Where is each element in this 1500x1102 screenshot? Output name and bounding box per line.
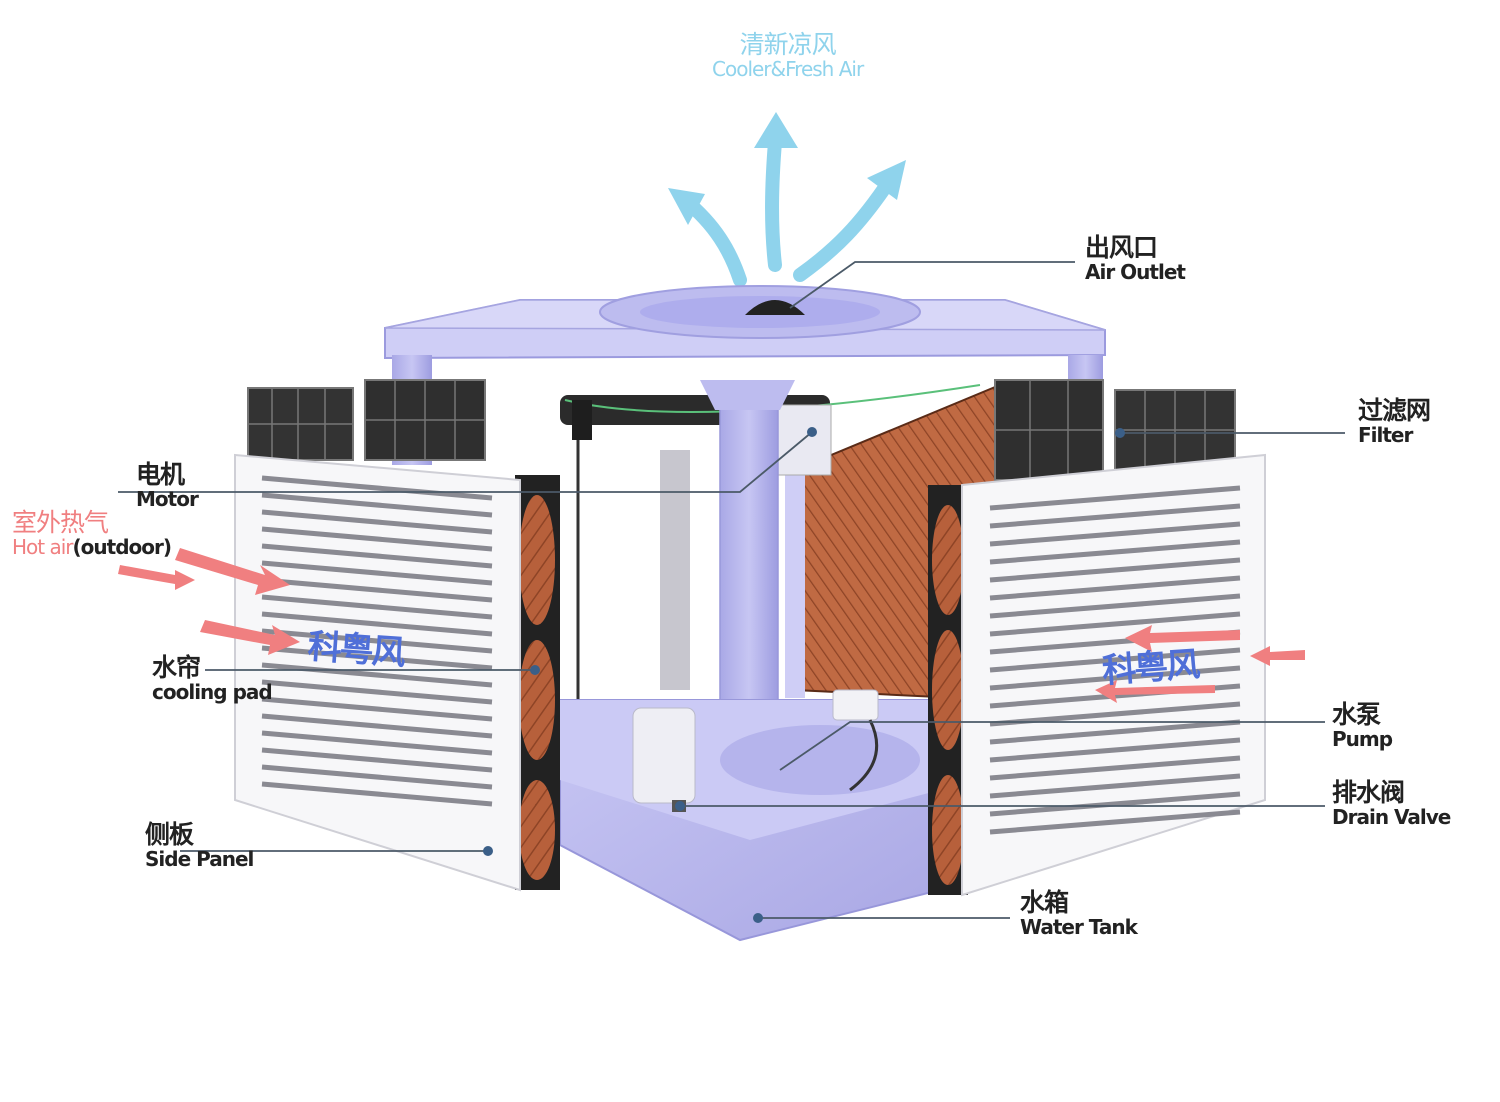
right-panel-slat	[989, 503, 1241, 529]
right-panel-slat	[989, 665, 1241, 691]
right-panel-slat	[989, 755, 1241, 781]
left-panel-slat	[261, 577, 493, 603]
callout-side-panel-en: Side Panel	[145, 847, 254, 871]
right-panel-slat	[989, 575, 1241, 601]
right-panel-slat	[989, 701, 1241, 727]
cool-arrow-center	[765, 123, 783, 272]
top-cap	[384, 285, 1106, 360]
right-side-panel	[961, 453, 1266, 897]
callout-pump-en: Pump	[1332, 727, 1393, 751]
right-panel-slat	[989, 557, 1241, 583]
cool-air-label: 清新凉风 Cooler&Fresh Air	[712, 30, 864, 81]
leader-motor	[118, 431, 813, 493]
callout-water-tank-cn: 水箱	[1020, 888, 1069, 917]
hot-air-arrows	[118, 548, 1305, 703]
left-panel-slat	[261, 730, 493, 756]
callout-filter-en: Filter	[1358, 423, 1413, 447]
callout-motor: 电机 Motor	[136, 460, 199, 511]
left-panel-slat	[261, 509, 493, 535]
left-panel-slat	[261, 560, 493, 586]
callout-side-panel: 侧板 Side Panel	[145, 820, 254, 871]
callout-air-outlet-cn: 出风口	[1085, 233, 1158, 262]
left-panel-slat	[261, 713, 493, 739]
callout-cooling-pad: 水帘 cooling pad	[152, 653, 273, 704]
left-panel-slat	[261, 679, 493, 705]
leader-air-outlet	[789, 261, 1075, 309]
right-panel-slat	[989, 521, 1241, 547]
left-panel-slat	[261, 543, 493, 569]
right-panel-slat	[989, 485, 1241, 511]
cool-air-label-cn: 清新凉风	[739, 30, 837, 59]
left-panel-slat	[261, 764, 493, 790]
right-panel-slat	[989, 737, 1241, 763]
leader-lines	[118, 261, 1345, 919]
leader-dots	[483, 427, 1125, 923]
left-panel-slat	[261, 594, 493, 620]
left-panel-slat	[261, 611, 493, 637]
callout-motor-cn: 电机	[136, 460, 185, 489]
callout-cooling-pad-en: cooling pad	[152, 680, 273, 704]
hot-air-label-en: Hot air(outdoor)	[12, 535, 172, 559]
callout-pump-cn: 水泵	[1332, 700, 1381, 729]
callout-air-outlet: 出风口 Air Outlet	[1085, 233, 1186, 284]
hot-air-label-en-dark: (outdoor)	[72, 535, 172, 559]
left-panel-slat	[261, 747, 493, 773]
left-panel-slat	[261, 628, 493, 654]
right-panel-slat	[989, 647, 1241, 673]
callout-drain-valve-en: Drain Valve	[1332, 805, 1451, 829]
callout-side-panel-cn: 侧板	[145, 820, 194, 849]
callout-water-tank-en: Water Tank	[1020, 915, 1138, 939]
water-tank	[559, 689, 941, 942]
right-panel-slat	[989, 791, 1241, 817]
right-panel-slat	[989, 773, 1241, 799]
left-panel-slat	[261, 645, 493, 671]
left-panel-slat	[261, 526, 493, 552]
cool-air-label-en: Cooler&Fresh Air	[712, 57, 864, 81]
left-panel-slat	[261, 475, 493, 501]
hot-air-label-cn: 室外热气	[12, 508, 109, 537]
right-panel-slat	[989, 719, 1241, 745]
left-panel-slat	[261, 662, 493, 688]
callout-cooling-pad-cn: 水帘	[152, 653, 201, 682]
cool-arrow-heads	[668, 112, 906, 225]
callout-water-tank: 水箱 Water Tank	[1020, 888, 1138, 939]
callout-drain-valve: 排水阀 Drain Valve	[1332, 778, 1451, 829]
right-panel-slat	[989, 539, 1241, 565]
right-panel-slat	[989, 611, 1241, 637]
cool-air-arrows	[678, 123, 897, 287]
leader-pump	[779, 721, 1325, 771]
callout-filter-cn: 过滤网	[1358, 396, 1431, 425]
cool-arrow-right	[793, 173, 897, 282]
brand-right: 科粤风	[1100, 644, 1200, 692]
callout-drain-valve-cn: 排水阀	[1332, 778, 1405, 807]
callout-air-outlet-en: Air Outlet	[1085, 260, 1186, 284]
callout-pump: 水泵 Pump	[1332, 700, 1393, 751]
left-panel-slat	[261, 696, 493, 722]
left-panel-slat	[261, 492, 493, 518]
callout-filter: 过滤网 Filter	[1358, 396, 1431, 447]
right-panel-slat	[989, 809, 1241, 835]
left-side-panel	[234, 453, 521, 892]
hot-air-label: 室外热气 Hot air(outdoor)	[12, 508, 172, 559]
left-filters	[247, 379, 486, 461]
left-panel-slat	[261, 781, 493, 807]
right-panel-slat	[989, 593, 1241, 619]
callout-motor-en: Motor	[136, 487, 199, 511]
left-cooling-pad	[515, 475, 560, 890]
hot-air-label-en-red: Hot air	[12, 535, 74, 559]
brand-left: 科粤风	[306, 626, 406, 674]
right-filters	[994, 379, 1236, 481]
